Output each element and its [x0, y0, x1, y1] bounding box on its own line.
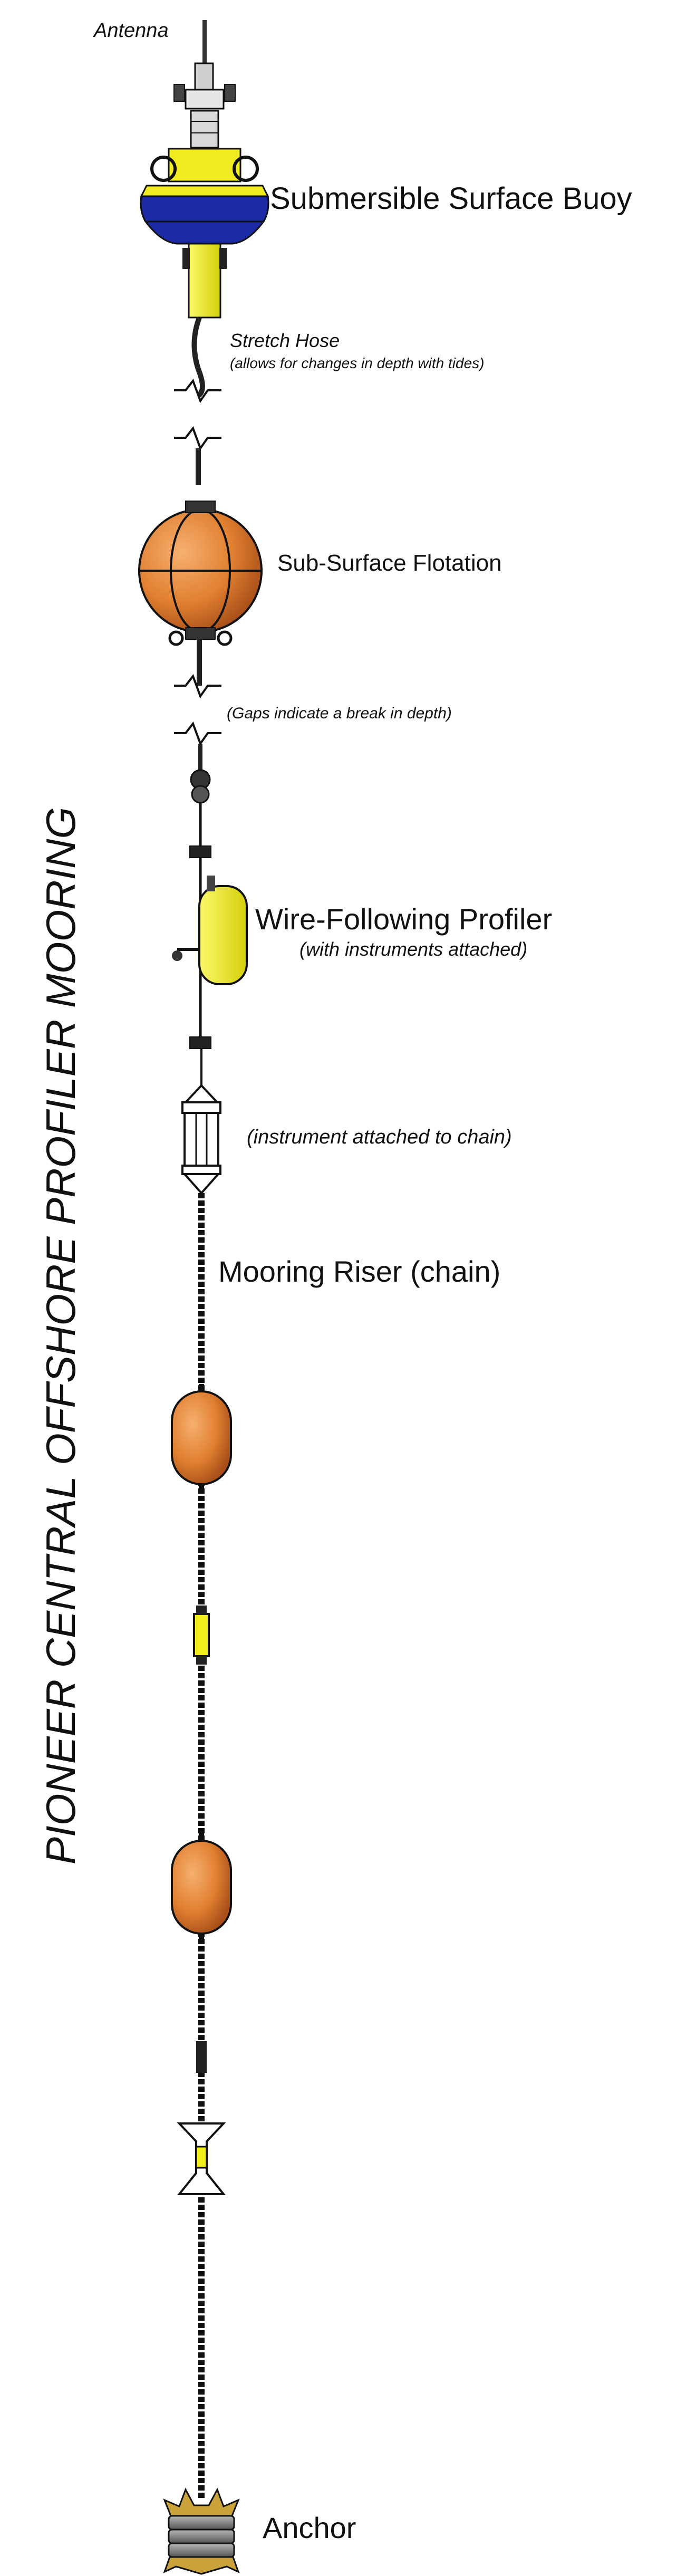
antenna-icon — [173, 20, 236, 149]
depth-break-icon — [174, 426, 221, 485]
anchor-icon — [163, 2487, 240, 2575]
diagram-title: PIONEER CENTRAL OFFSHORE PROFILER MOORIN… — [37, 807, 84, 1864]
stretch-hose-icon — [174, 316, 221, 403]
surface-buoy-label: Submersible Surface Buoy — [270, 181, 632, 216]
chain-instrument-icon — [181, 1049, 221, 1195]
subsurface-float-label: Sub-Surface Flotation — [277, 550, 502, 576]
profiler-note: (with instruments attached) — [299, 938, 527, 960]
wire-following-profiler-icon — [172, 876, 248, 1049]
riser-float-1-icon — [171, 1384, 232, 1493]
upper-stop-icon — [174, 721, 221, 858]
riser-instrument-icon — [193, 1606, 210, 1665]
surface-buoy-icon — [140, 148, 269, 319]
mooring-riser-label: Mooring Riser (chain) — [218, 1255, 500, 1288]
release-icon — [177, 2041, 226, 2195]
stretch-hose-label: Stretch Hose — [230, 330, 340, 351]
subsurface-float-icon — [138, 501, 263, 699]
stretch-hose-note: (allows for changes in depth with tides) — [230, 355, 484, 371]
chain-instrument-note: (instrument attached to chain) — [247, 1126, 512, 1148]
profiler-label: Wire-Following Profiler — [255, 902, 552, 936]
antenna-label: Antenna — [93, 20, 169, 42]
riser-float-2-icon — [171, 1833, 232, 1941]
gaps-note: (Gaps indicate a break in depth) — [227, 705, 452, 722]
anchor-label: Anchor — [263, 2511, 356, 2544]
